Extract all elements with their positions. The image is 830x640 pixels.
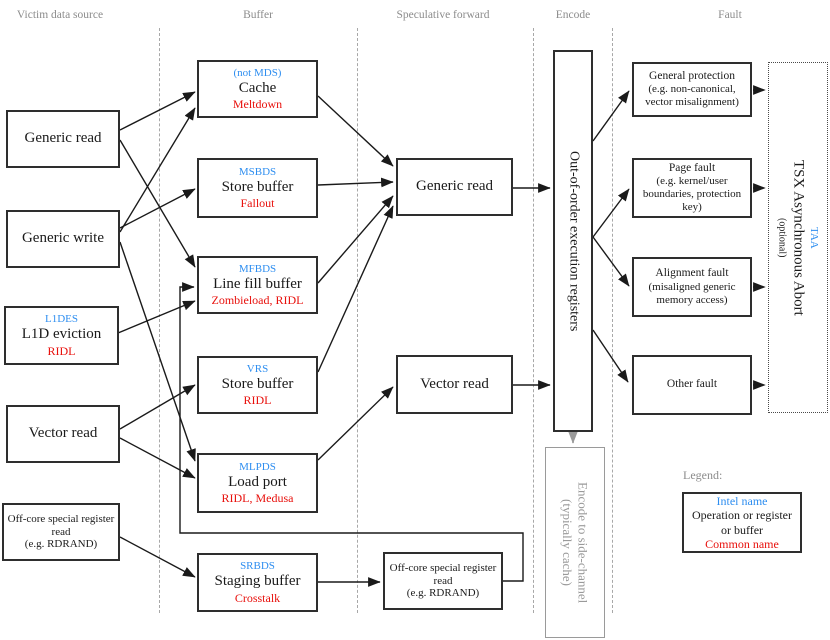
fault-page-fault-label: Page fault — [668, 161, 716, 174]
speculative-generic-read: Generic read — [396, 158, 513, 216]
source-generic-write-label: Generic write — [21, 230, 105, 247]
buffer-line-fill-buffer-label: Line fill buffer — [213, 275, 302, 292]
separator-speculative-encode — [533, 28, 534, 613]
encode-out-of-order-registers: Out-of-order execution registers — [553, 50, 593, 432]
buffer-staging-buffer-label: Staging buffer — [214, 573, 301, 590]
column-header-buffer: Buffer — [243, 9, 273, 21]
fault-alignment-fault-label: Alignment fault — [655, 267, 729, 280]
fault-alignment-fault: Alignment fault (misaligned generic memo… — [632, 257, 752, 317]
speculative-offcore-register-read-label: Off-core special register read — [389, 561, 497, 587]
source-l1d-eviction: L1DES L1D eviction RIDL — [4, 306, 119, 365]
buffer-store-buffer-msbds-label: Store buffer — [221, 178, 294, 195]
encode-out-of-order-registers-label: Out-of-order execution registers — [566, 150, 582, 332]
edge-generic-write--load-port — [119, 241, 196, 462]
speculative-offcore-register-read: Off-core special register read (e.g. RDR… — [383, 552, 503, 610]
fault-tsx-optional: (optional) — [776, 217, 788, 258]
legend-intel-name: Intel name — [716, 494, 768, 509]
encode-side-channel-label: Encode to side-channel — [575, 481, 591, 604]
buffer-store-buffer-msbds-common-name: Fallout — [240, 196, 275, 211]
buffer-staging-buffer-common-name: Crosstalk — [234, 590, 281, 605]
buffer-load-port-intel-name: MLPDS — [239, 460, 276, 473]
edge-sb-vrs--spec-generic-read — [317, 205, 394, 373]
edge-ooo--alignment-fault — [592, 236, 630, 287]
edge-lfb--spec-generic-read — [317, 195, 394, 284]
source-l1d-eviction-label: L1D eviction — [21, 326, 102, 343]
source-offcore-register-read-example: (e.g. RDRAND) — [24, 538, 98, 551]
buffer-line-fill-buffer-common-name: Zombieload, RIDL — [211, 293, 304, 308]
legend-common-name: Common name — [705, 536, 779, 551]
fault-general-protection-detail: (e.g. non-canonical, vector misalignment… — [645, 83, 739, 109]
source-l1d-eviction-common-name: RIDL — [47, 343, 76, 358]
edge-offcore-read--staging — [119, 536, 196, 578]
buffer-staging-buffer-intel-name: SRBDS — [240, 560, 275, 573]
edge-generic-write--sb-msbds — [119, 188, 196, 229]
legend-operation: Operation or register or buffer — [692, 508, 792, 537]
buffer-load-port-common-name: RIDL, Medusa — [221, 491, 294, 506]
fault-tsx-intel-name: TAA — [808, 226, 821, 249]
speculative-vector-read: Vector read — [396, 355, 513, 414]
buffer-cache-common-name: Meltdown — [232, 97, 283, 112]
fault-general-protection: General protection (e.g. non-canonical, … — [632, 62, 752, 117]
fault-other-fault: Other fault — [632, 355, 752, 415]
column-header-fault: Fault — [718, 9, 742, 21]
source-offcore-register-read: Off-core special register read (e.g. RDR… — [2, 503, 120, 561]
legend-box: Intel name Operation or register or buff… — [682, 492, 802, 553]
legend-label: Legend: — [683, 468, 723, 482]
fault-page-fault-detail: (e.g. kernel/user boundaries, protection… — [642, 175, 742, 214]
fault-tsx-asynchronous-abort: TAA TSX Asynchronous Abort (optional) — [768, 62, 828, 413]
edge-spec-offcore-read--lfb-loop — [179, 282, 524, 582]
column-header-victim-data-source: Victim data source — [16, 9, 104, 21]
separator-buffer-speculative — [357, 28, 358, 613]
buffer-store-buffer-vrs-intel-name: VRS — [246, 362, 269, 375]
buffer-line-fill-buffer: MFBDS Line fill buffer Zombieload, RIDL — [197, 256, 318, 314]
speculative-generic-read-label: Generic read — [415, 178, 494, 195]
edge-cache--spec-generic-read — [317, 95, 394, 167]
source-vector-read-label: Vector read — [28, 425, 98, 442]
edge-vector-read--sb-vrs — [119, 384, 196, 430]
buffer-store-buffer-vrs-common-name: RIDL — [243, 393, 272, 408]
buffer-cache-label: Cache — [238, 79, 277, 96]
fault-alignment-fault-detail: (misaligned generic memory access) — [648, 280, 736, 306]
edge-vector-read--load-port — [119, 437, 196, 479]
buffer-load-port-label: Load port — [228, 473, 287, 490]
source-vector-read: Vector read — [6, 405, 120, 463]
buffer-store-buffer-vrs-label: Store buffer — [221, 375, 294, 392]
buffer-staging-buffer: SRBDS Staging buffer Crosstalk — [197, 553, 318, 612]
source-l1d-eviction-intel-name: L1DES — [45, 313, 78, 326]
encode-side-channel: Encode to side-channel (typically cache) — [545, 447, 605, 638]
edge-ooo--page-fault — [592, 188, 630, 238]
encode-side-channel-detail: (typically cache) — [560, 499, 575, 586]
source-generic-read: Generic read — [6, 110, 120, 168]
fault-general-protection-label: General protection — [649, 69, 735, 82]
column-header-encode: Encode — [555, 9, 591, 21]
fault-tsx-label: TSX Asynchronous Abort — [790, 159, 807, 316]
source-generic-write: Generic write — [6, 210, 120, 268]
buffer-line-fill-buffer-intel-name: MFBDS — [238, 262, 277, 275]
edge-ooo--general-protection — [592, 90, 630, 142]
source-generic-read-label: Generic read — [24, 130, 102, 147]
speculative-vector-read-label: Vector read — [420, 375, 489, 392]
buffer-store-buffer-msbds: MSBDS Store buffer Fallout — [197, 158, 318, 218]
edge-load-port--spec-vector-read — [317, 386, 394, 461]
edge-generic-read--cache — [119, 91, 196, 131]
edge-generic-write--cache — [119, 107, 196, 233]
buffer-cache: (not MDS) Cache Meltdown — [197, 60, 318, 118]
source-offcore-register-read-label: Off-core special register read — [7, 512, 115, 538]
buffer-cache-intel-name: (not MDS) — [233, 66, 282, 79]
buffer-load-port: MLPDS Load port RIDL, Medusa — [197, 453, 318, 513]
fault-other-fault-label: Other fault — [666, 378, 718, 391]
edge-ooo--other-fault — [592, 329, 629, 383]
buffer-store-buffer-vrs: VRS Store buffer RIDL — [197, 356, 318, 414]
speculative-offcore-register-read-example: (e.g. RDRAND) — [406, 587, 480, 600]
edge-generic-read--lfb — [119, 139, 196, 268]
separator-victim-buffer — [159, 28, 160, 613]
separator-encode-fault — [612, 28, 613, 613]
fault-page-fault: Page fault (e.g. kernel/user boundaries,… — [632, 158, 752, 218]
edge-sb-msbds--spec-generic-read — [317, 177, 394, 188]
edge-l1d-eviction--lfb — [117, 300, 196, 334]
buffer-store-buffer-msbds-intel-name: MSBDS — [238, 165, 277, 178]
column-header-speculative-forward: Speculative forward — [396, 9, 490, 21]
